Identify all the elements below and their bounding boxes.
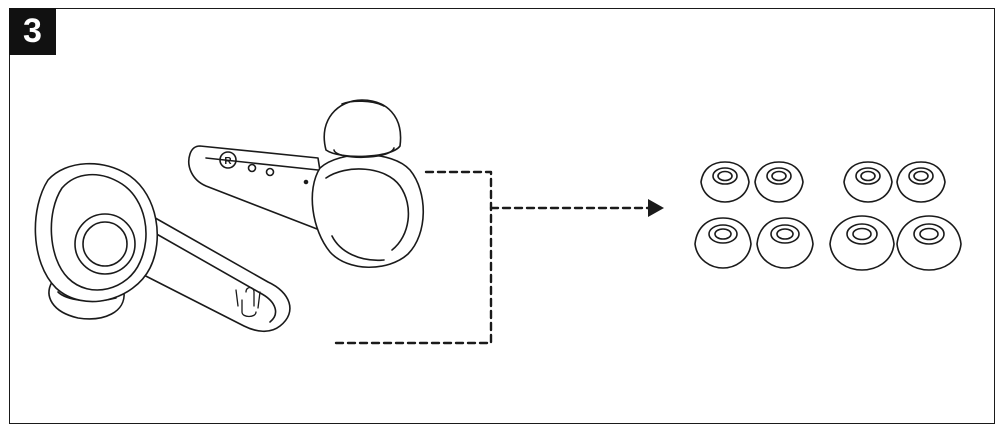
- earbud-right-icon: R: [188, 99, 425, 269]
- ear-tip-icon: [700, 161, 750, 203]
- ear-tip-icon: [843, 161, 893, 203]
- ear-tip-icon: [754, 161, 804, 203]
- right-side-mark: R: [224, 156, 232, 167]
- right-side-indicator: [219, 151, 237, 169]
- ear-tip-icon: [829, 215, 895, 271]
- sensor-dot: [247, 163, 257, 173]
- ear-tip-group-2: [829, 161, 962, 271]
- earbud-left-icon: [34, 162, 291, 333]
- arrow-right-icon: [648, 199, 664, 217]
- ear-tip-icon: [896, 215, 962, 271]
- step-frame: [9, 8, 995, 424]
- touch-gesture-icon: [235, 286, 261, 318]
- ear-tip-icon: [694, 217, 752, 269]
- step-number-badge: 3: [9, 8, 56, 55]
- ear-tip-icon: [896, 161, 946, 203]
- dashed-connector: [334, 170, 650, 345]
- ear-tip-icon: [756, 217, 814, 269]
- ear-tip-group-1: [694, 161, 814, 269]
- sensor-dot: [265, 167, 275, 177]
